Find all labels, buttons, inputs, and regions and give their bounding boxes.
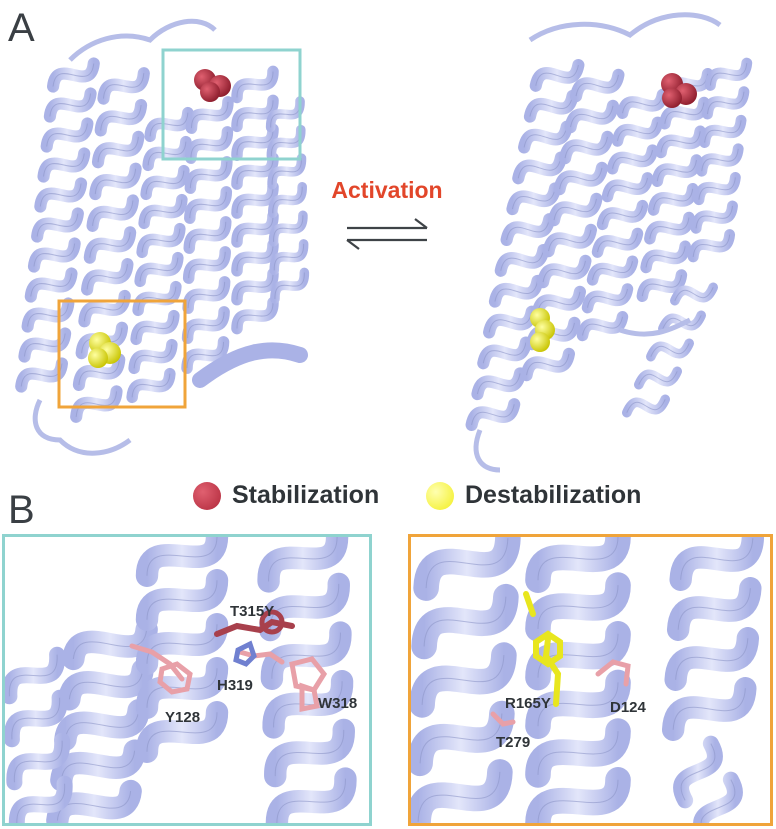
residue-label-y128: Y128 xyxy=(165,709,201,726)
inset-helix-h xyxy=(673,735,743,823)
helix-tm6-active xyxy=(622,282,718,418)
residue-label-r165y: R165Y xyxy=(505,695,551,712)
helix-tm4 xyxy=(181,96,234,374)
stabilizing-residue-spheres-active xyxy=(661,73,697,108)
stabilization-legend-marker xyxy=(193,482,221,510)
activation-label: Activation xyxy=(331,177,442,203)
helix-tm1-active xyxy=(465,58,585,432)
loop-top xyxy=(68,18,217,62)
helix-tm1 xyxy=(15,57,100,393)
inset-intracellular-region: R165Y D124 T279 xyxy=(408,534,773,826)
inset-helix-c xyxy=(257,537,357,823)
stabilization-legend-label: Stabilization xyxy=(232,481,380,509)
loop-top-active xyxy=(528,12,722,43)
residue-y128-stick xyxy=(129,643,193,695)
inset-extracellular-region: T315Y H319 Y128 W318 xyxy=(2,534,372,826)
inset-helix-f xyxy=(525,537,631,823)
residue-r165y-stick xyxy=(523,591,563,707)
destabilization-legend-label: Destabilization xyxy=(465,481,642,509)
inset-helix-g xyxy=(661,537,765,741)
helix-tm3-active xyxy=(576,88,669,342)
inset-intracellular-artwork xyxy=(411,537,765,823)
helix-tm5 xyxy=(231,65,279,335)
stabilizing-residue-spheres-inactive xyxy=(194,69,231,102)
destabilization-legend-marker xyxy=(426,482,454,510)
equilibrium-arrows xyxy=(346,218,428,250)
loop-mid-active xyxy=(619,317,692,337)
residue-d124-stick xyxy=(595,659,631,687)
helix-tm5-active xyxy=(687,57,753,263)
residue-w318-stick xyxy=(289,656,328,713)
helix-8 xyxy=(192,342,308,388)
residue-label-w318: W318 xyxy=(318,695,358,712)
panel-label-a: A xyxy=(8,6,35,50)
destabilizing-residue-spheres-active xyxy=(530,308,555,352)
residue-label-h319: H319 xyxy=(217,677,253,694)
destabilizing-residue-spheres-inactive xyxy=(88,332,121,368)
panel-label-b: B xyxy=(8,488,35,532)
inset-extracellular-artwork xyxy=(5,537,357,823)
residue-t315y-stick xyxy=(214,609,295,637)
helix-tm4-active xyxy=(636,68,714,302)
residue-h319-stick xyxy=(233,640,285,667)
residue-t279-stick xyxy=(490,711,516,727)
inset-helix-d xyxy=(5,646,73,823)
residue-label-t279: T279 xyxy=(496,734,531,751)
loop-bottom-active xyxy=(473,429,501,473)
panel-a-structures: Activation xyxy=(15,12,753,473)
inset-helix-e xyxy=(411,537,521,823)
highlight-box-intracellular xyxy=(57,299,187,409)
residue-label-d124: D124 xyxy=(610,699,646,716)
loop-bottom xyxy=(32,398,132,456)
highlight-box-extracellular xyxy=(161,48,302,161)
residue-label-t315y: T315Y xyxy=(230,603,275,620)
helix-tm3 xyxy=(126,106,194,404)
active-structure xyxy=(465,12,753,473)
